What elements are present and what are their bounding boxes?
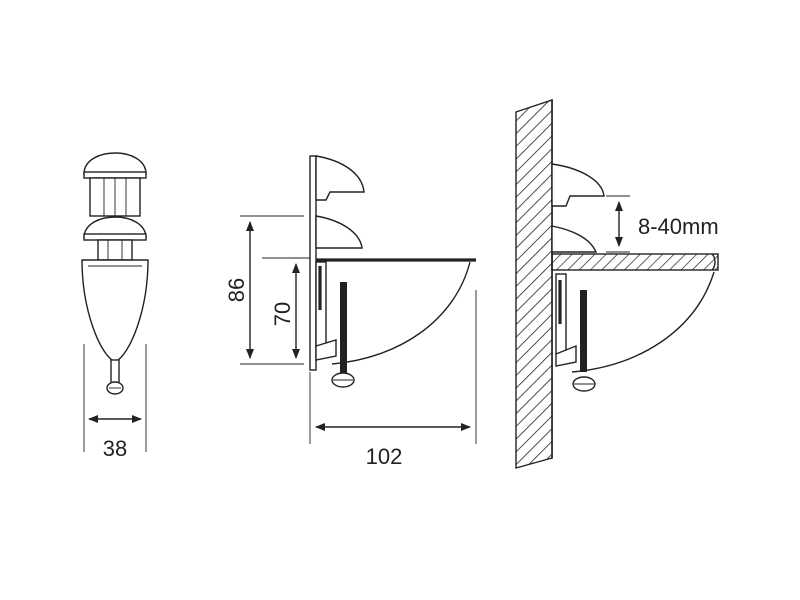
installed-view: 8-40mm xyxy=(515,99,719,469)
front-support xyxy=(81,259,149,363)
side-top-hook xyxy=(315,155,365,201)
side-rod xyxy=(340,282,347,378)
installed-top-hook xyxy=(551,163,605,207)
side-curved-support xyxy=(331,261,471,365)
front-view: 38 xyxy=(81,152,149,461)
front-neck xyxy=(97,239,133,261)
side-back-plate xyxy=(309,155,317,371)
front-lower-cap-rim xyxy=(83,233,147,241)
depth-dimension-label: 102 xyxy=(366,444,403,469)
wall-section xyxy=(515,99,553,469)
installed-lower-hook xyxy=(551,225,598,253)
side-view: 86 70 102 xyxy=(224,155,477,469)
width-dimension-label: 38 xyxy=(103,436,127,461)
glass-shelf xyxy=(551,253,719,271)
glass-thickness-label: 8-40mm xyxy=(638,214,719,239)
installed-curved-support xyxy=(571,271,715,373)
height-inner-label: 70 xyxy=(270,302,295,326)
side-middle-hook xyxy=(315,215,363,249)
front-screw-shank xyxy=(110,359,120,385)
front-top-cap xyxy=(83,152,147,175)
front-top-cap-rim xyxy=(83,171,147,179)
installed-rod xyxy=(580,290,587,372)
height-total-label: 86 xyxy=(224,278,249,302)
